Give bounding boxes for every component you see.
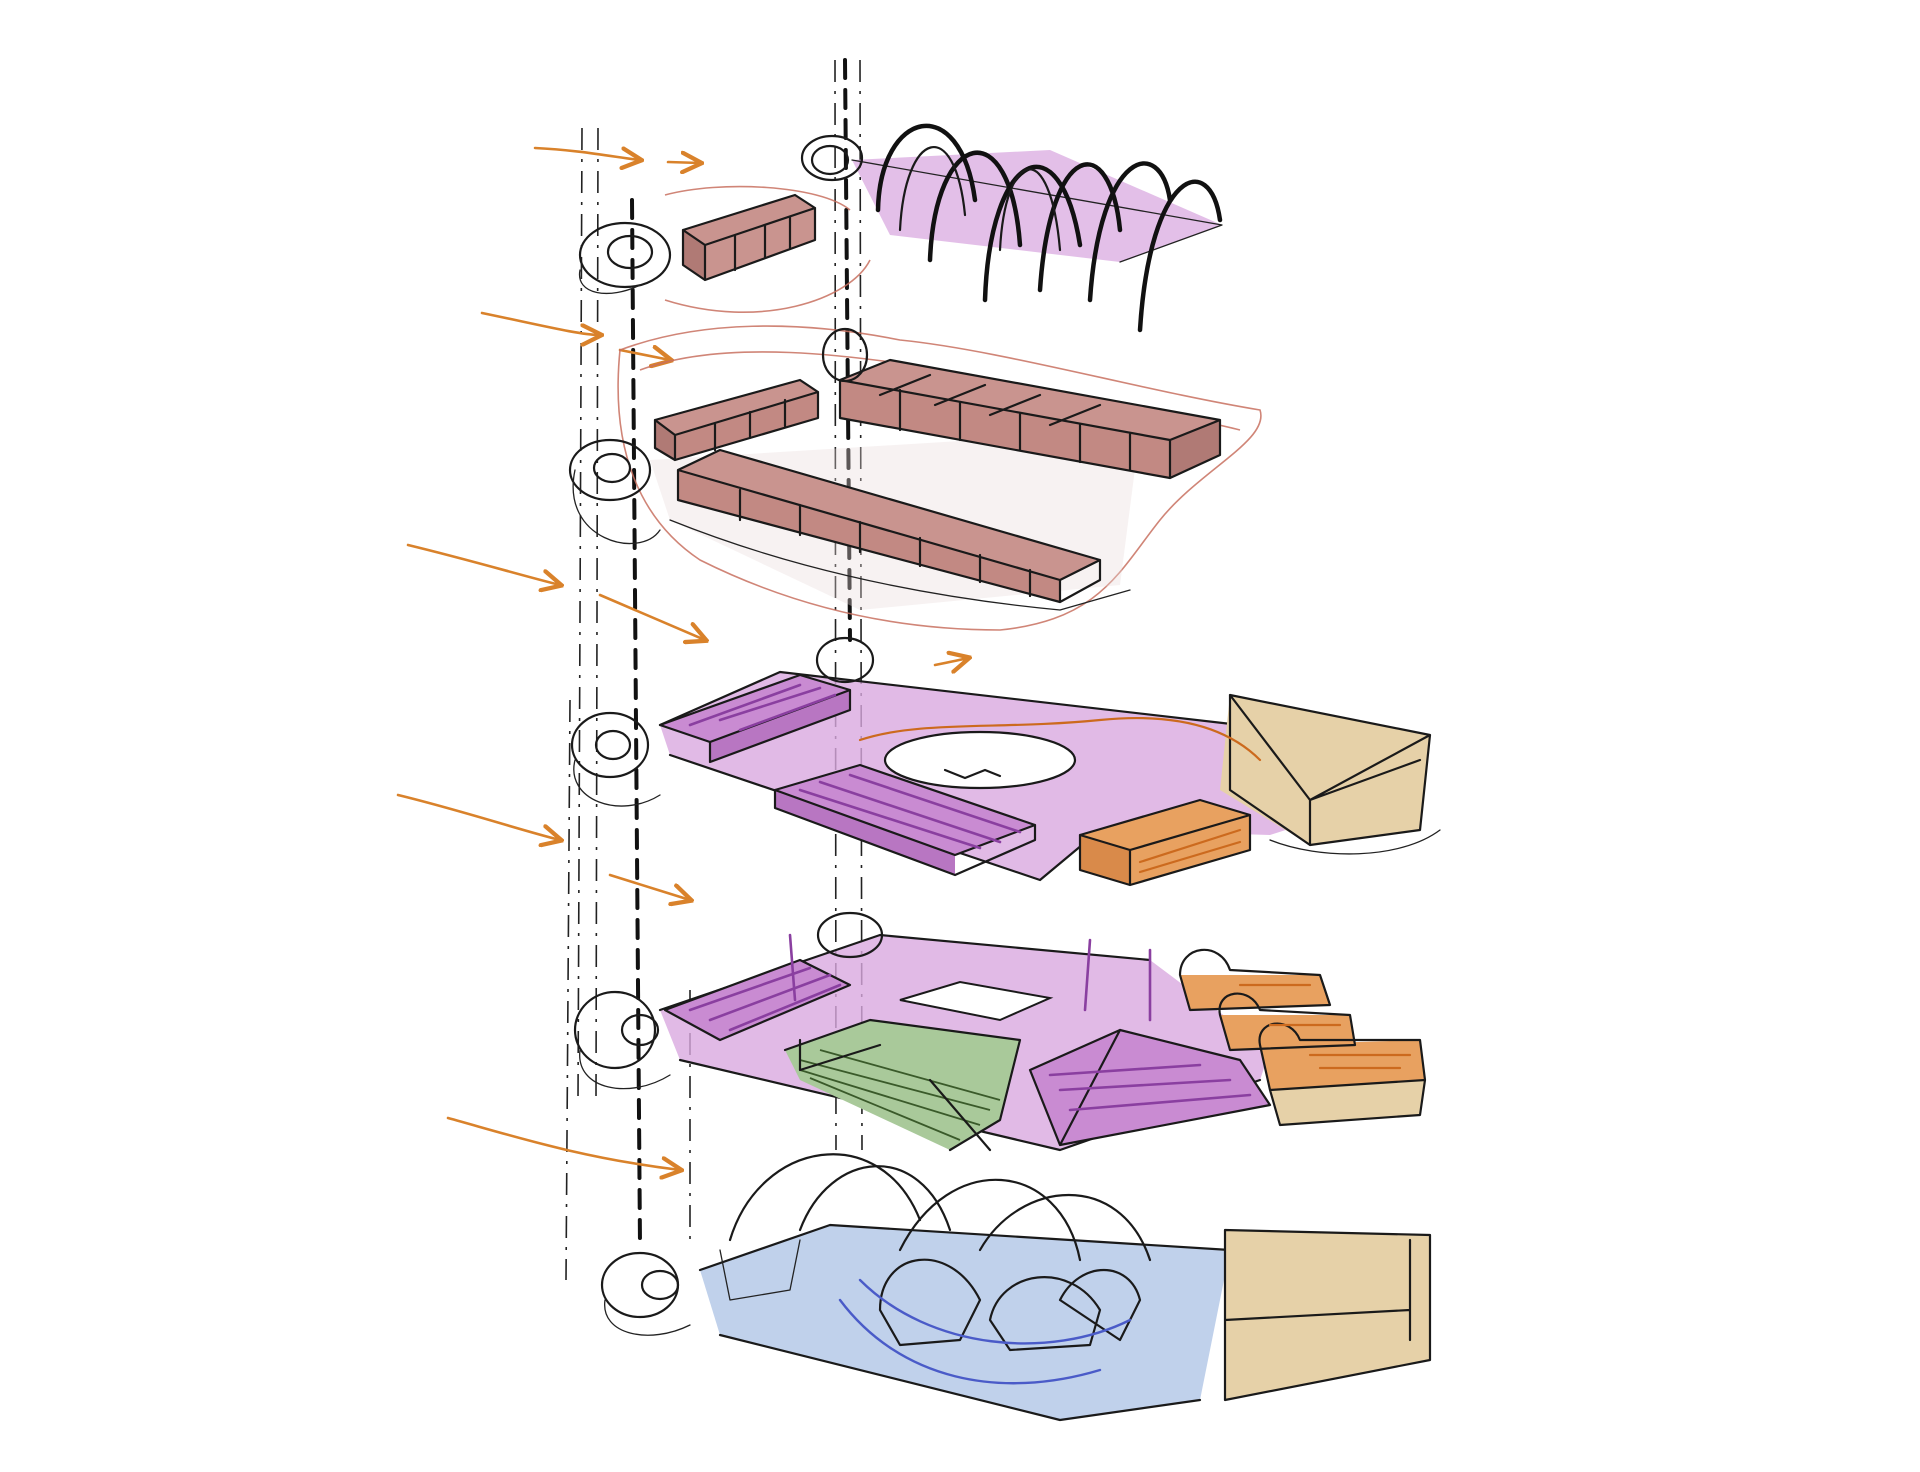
orange-volume [1080, 800, 1250, 850]
flow-arrow-icon [480, 311, 600, 335]
court-opening [899, 980, 1054, 1022]
brick-block [683, 195, 815, 245]
level-ground [600, 1153, 1432, 1422]
circulation-core-icon [816, 911, 884, 959]
level-lower [573, 911, 1427, 1152]
vertical-axis-icon [565, 699, 571, 1281]
flow-arrow-icon [608, 873, 690, 900]
arch-canopy [875, 123, 978, 213]
circulation-core-icon [815, 636, 875, 684]
level-top [578, 123, 1223, 333]
flow-arrow-icon [666, 162, 700, 163]
flow-arrow-icon [533, 148, 640, 160]
level-top-slab [852, 150, 1222, 262]
flow-arrow-icon [618, 350, 670, 360]
vertical-axis-icon [577, 127, 583, 1101]
flow-arrows [396, 148, 968, 1170]
vaulted-hall [728, 1153, 922, 1242]
circulation-core-icon [821, 327, 869, 383]
circulation-core-icon [568, 438, 652, 502]
level-upper [568, 325, 1262, 631]
circulation-core-icon [570, 711, 650, 779]
circulation-core-icon [573, 990, 657, 1070]
circulation-core-icon [578, 221, 672, 289]
sand-volume [1220, 695, 1430, 845]
level-ground-slab [700, 1225, 1230, 1420]
vertical-axis-icon [595, 127, 599, 1101]
flow-arrow-icon [598, 593, 705, 640]
circulation-core-icon [800, 134, 864, 182]
plaza-opening [883, 730, 1077, 790]
flow-arrow-icon [396, 793, 560, 840]
flow-arrow-icon [446, 1116, 680, 1170]
circulation-core-icon [600, 1251, 680, 1319]
flow-arrow-icon [406, 543, 560, 585]
flow-arrow-icon [933, 658, 968, 665]
vault-volume [1180, 975, 1330, 1010]
level-middle [570, 636, 1441, 887]
